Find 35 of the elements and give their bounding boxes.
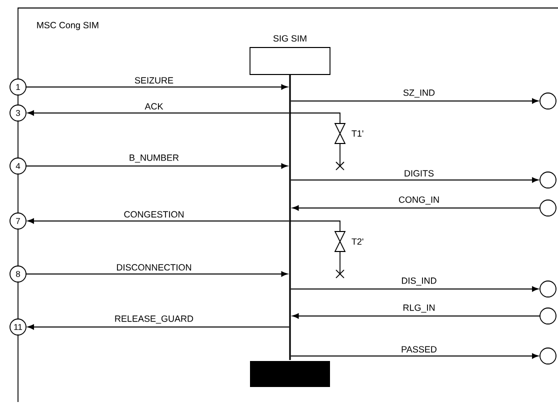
port-circle — [540, 280, 556, 298]
port-circle — [540, 348, 556, 364]
port-circle — [540, 200, 556, 216]
edge-label: B_NUMBER — [130, 154, 179, 163]
edge-label: DIS_IND — [402, 277, 436, 286]
arrow — [27, 218, 290, 224]
arrow — [26, 271, 288, 277]
edge-label: RELEASE_GUARD — [115, 315, 194, 324]
edge-label: DIGITS — [404, 170, 434, 177]
arrow — [290, 98, 539, 104]
arrow — [27, 324, 290, 330]
arrow — [290, 353, 539, 359]
arrow — [290, 286, 539, 292]
port-circle — [540, 172, 556, 188]
terminator-block — [250, 361, 330, 387]
arrow — [26, 84, 288, 90]
port-circle — [540, 308, 556, 324]
edge-label: DISCONNECTION — [117, 264, 192, 271]
arrow — [290, 177, 539, 183]
process-box: SIG SIM — [250, 35, 330, 75]
port-circle — [540, 92, 556, 110]
edge-label: ACK — [144, 103, 164, 110]
node-label: SIG SIM — [273, 35, 306, 42]
timer-label: T1' — [352, 130, 364, 137]
edge-label: SZ_IND — [403, 89, 435, 98]
arrow — [292, 205, 540, 211]
timer-label: T2' — [352, 238, 364, 245]
arrow — [292, 313, 540, 319]
arrow — [27, 110, 290, 116]
edge-label: CONGESTION — [124, 211, 184, 218]
edge-label: CONG_IN — [398, 196, 439, 205]
edge-label: SEIZURE — [134, 77, 174, 84]
edge-label: RLG_IN — [403, 304, 435, 313]
arrow — [26, 163, 288, 169]
edge-label: PASSED — [402, 346, 436, 353]
